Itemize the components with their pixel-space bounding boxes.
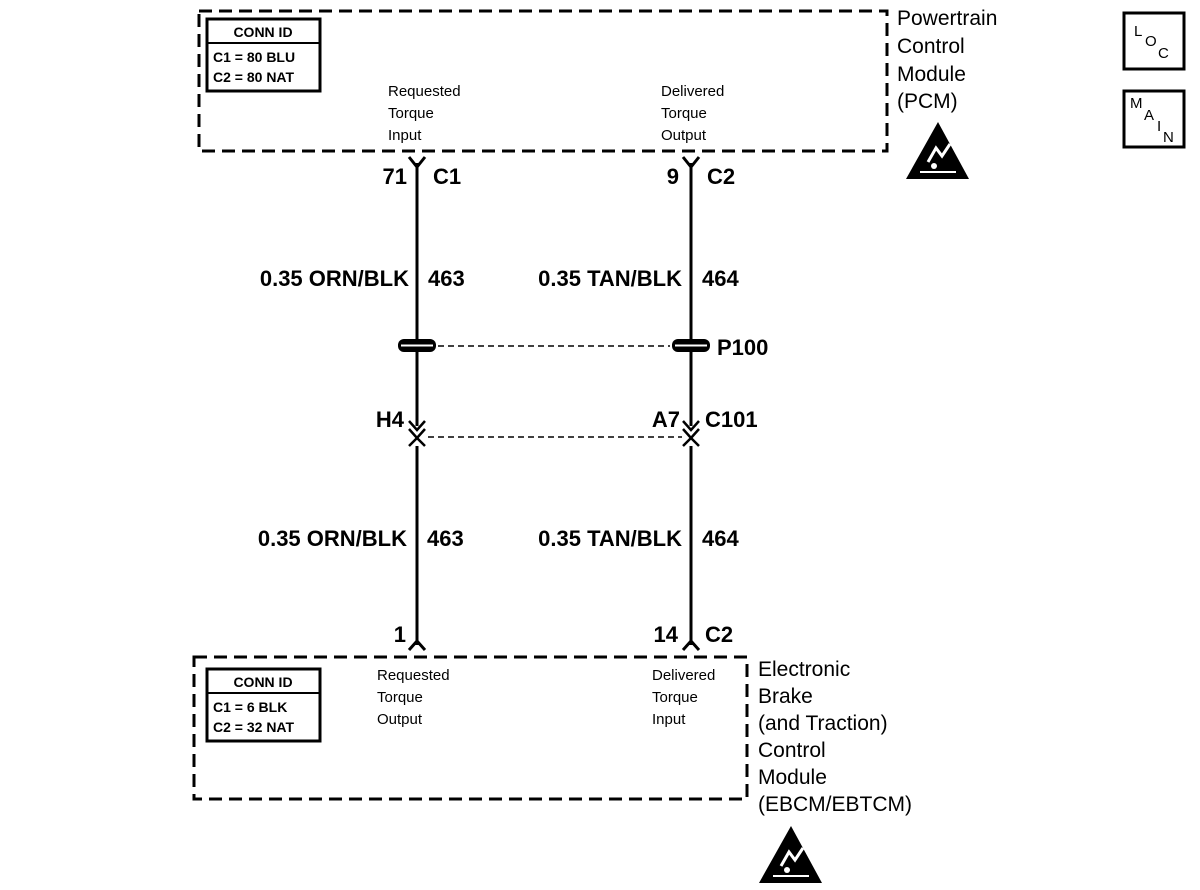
left-circuit-labels: 71 C1 0.35 ORN/BLK 463 H4 0.35 ORN/BLK 4… xyxy=(258,164,465,647)
pin-71-label: 71 xyxy=(383,164,407,189)
loc-letter-l: L xyxy=(1134,23,1142,40)
loc-button[interactable]: L O C xyxy=(1122,11,1186,71)
main-letter-a: A xyxy=(1144,107,1154,124)
main-letter-n: N xyxy=(1163,129,1174,146)
ebcm-pin-label-right-line-3: Input xyxy=(652,711,686,728)
ebcm-pin-label-delivered-torque-input: Delivered Torque Input xyxy=(652,667,715,728)
pcm-module: CONN ID C1 = 80 BLU C2 = 80 NAT Requeste… xyxy=(197,7,997,179)
pcm-pin-label-delivered-torque-output: Delivered Torque Output xyxy=(661,83,724,144)
pcm-conn-id-header: CONN ID xyxy=(233,24,292,40)
pcm-pin-label-left-line-2: Torque xyxy=(388,105,434,122)
pcm-name-line-3: Module xyxy=(897,63,966,86)
ebcm-pin-label-left-line-1: Requested xyxy=(377,667,450,684)
loc-letter-c: C xyxy=(1158,45,1169,62)
esd-warning-icon xyxy=(906,122,969,179)
connector-c101-label: C101 xyxy=(705,407,758,432)
connector-ebcm-c2-label: C2 xyxy=(705,622,733,647)
main-letter-i: I xyxy=(1157,118,1161,135)
ebcm-name-line-6: (EBCM/EBTCM) xyxy=(758,793,912,816)
right-circuit-labels: 9 C2 0.35 TAN/BLK 464 P100 A7 C101 0.35 … xyxy=(538,164,768,647)
pcm-pin-label-left-line-1: Requested xyxy=(388,83,461,100)
pcm-pin-label-right-line-1: Delivered xyxy=(661,83,724,100)
ebcm-conn-id-table: CONN ID C1 = 6 BLK C2 = 32 NAT xyxy=(205,667,322,743)
lower-wire-463-circuit: 463 xyxy=(427,526,464,551)
upper-wire-464-circuit: 464 xyxy=(702,266,739,291)
ebcm-pin-label-right-line-1: Delivered xyxy=(652,667,715,684)
pin-14-label: 14 xyxy=(654,622,679,647)
connector-c101-pin-h4-symbol xyxy=(408,436,426,447)
splice-p100-label: P100 xyxy=(717,335,768,360)
ebcm-name-line-5: Module xyxy=(758,766,827,789)
connector-c2-pin-9-symbol xyxy=(681,156,701,170)
ebcm-name-line-1: Electronic xyxy=(758,658,850,681)
pin-h4-label: H4 xyxy=(376,407,405,432)
circuit-464-wire xyxy=(681,156,701,651)
pcm-name-line-1: Powertrain xyxy=(897,7,997,30)
main-letter-m: M xyxy=(1130,95,1143,112)
pin-1-label: 1 xyxy=(394,622,406,647)
connector-ebcm-pin-1-symbol xyxy=(407,638,427,651)
connector-c101-pin-a7-symbol xyxy=(682,436,700,447)
pcm-conn-id-row-1: C1 = 80 BLU xyxy=(213,49,295,65)
ebcm-conn-id-row-2: C2 = 32 NAT xyxy=(213,719,294,735)
pcm-module-name: Powertrain Control Module (PCM) xyxy=(897,7,997,113)
upper-wire-463-color: 0.35 ORN/BLK xyxy=(260,266,409,291)
pass-through-p100 xyxy=(398,339,710,352)
pcm-conn-id-row-2: C2 = 80 NAT xyxy=(213,69,294,85)
ebcm-pin-label-requested-torque-output: Requested Torque Output xyxy=(377,667,450,728)
ebcm-module-name: Electronic Brake (and Traction) Control … xyxy=(758,658,912,816)
pcm-pin-label-right-line-2: Torque xyxy=(661,105,707,122)
esd-warning-icon xyxy=(759,826,822,883)
lower-wire-464-color: 0.35 TAN/BLK xyxy=(538,526,682,551)
pcm-pin-label-left-line-3: Input xyxy=(388,127,422,144)
connector-ebcm-pin-14-symbol xyxy=(681,638,701,651)
ebcm-module: CONN ID C1 = 6 BLK C2 = 32 NAT Requested… xyxy=(192,655,912,883)
loc-letter-o: O xyxy=(1145,33,1157,50)
pin-a7-label: A7 xyxy=(652,407,680,432)
ebcm-pin-label-left-line-3: Output xyxy=(377,711,423,728)
connector-c2-label: C2 xyxy=(707,164,735,189)
ebcm-name-line-2: Brake xyxy=(758,685,813,708)
ebcm-name-line-3: (and Traction) xyxy=(758,712,888,735)
pin-9-label: 9 xyxy=(667,164,679,189)
connector-c1-pin-71-symbol xyxy=(407,156,427,170)
ebcm-pin-label-left-line-2: Torque xyxy=(377,689,423,706)
main-button[interactable]: M A I N xyxy=(1122,89,1186,149)
pcm-pin-label-requested-torque-input: Requested Torque Input xyxy=(388,83,461,144)
lower-wire-464-circuit: 464 xyxy=(702,526,739,551)
circuit-463-wire xyxy=(407,156,427,651)
lower-wire-463-color: 0.35 ORN/BLK xyxy=(258,526,407,551)
connector-c1-label: C1 xyxy=(433,164,461,189)
upper-wire-464-color: 0.35 TAN/BLK xyxy=(538,266,682,291)
ebcm-pin-label-right-line-2: Torque xyxy=(652,689,698,706)
ebcm-conn-id-header: CONN ID xyxy=(233,674,292,690)
ebcm-name-line-4: Control xyxy=(758,739,826,762)
pcm-pin-label-right-line-3: Output xyxy=(661,127,707,144)
pcm-name-line-4: (PCM) xyxy=(897,90,958,113)
pcm-conn-id-table: CONN ID C1 = 80 BLU C2 = 80 NAT xyxy=(205,17,322,93)
upper-wire-463-circuit: 463 xyxy=(428,266,465,291)
ebcm-conn-id-row-1: C1 = 6 BLK xyxy=(213,699,287,715)
pcm-name-line-2: Control xyxy=(897,35,965,58)
